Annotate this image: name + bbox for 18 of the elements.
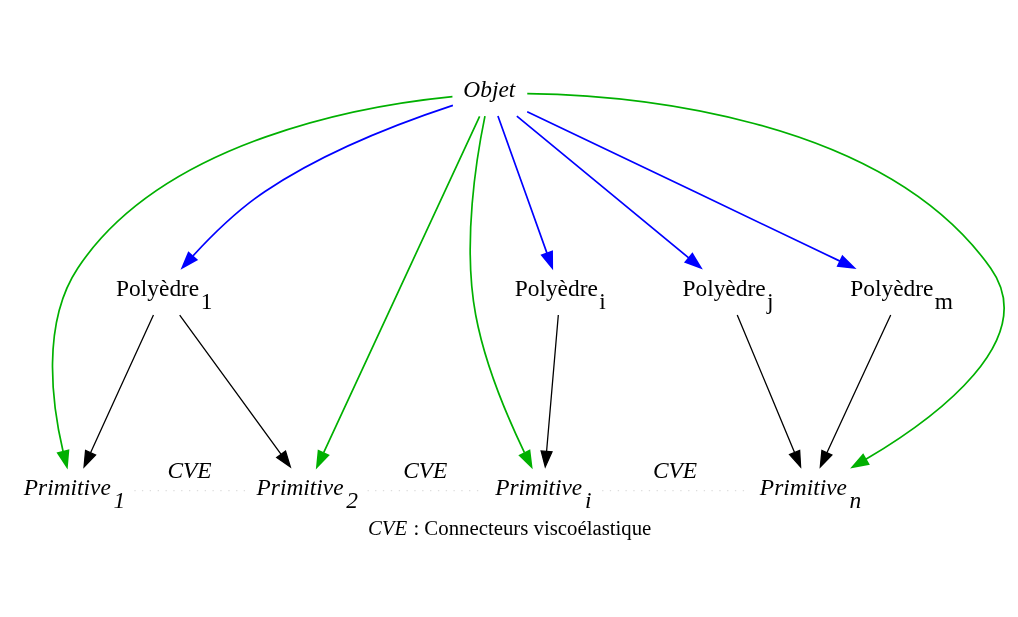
arrow [497, 115, 554, 271]
arrow [315, 115, 481, 470]
edge-label: CVE [652, 457, 698, 484]
arrow [179, 314, 292, 469]
arrow [516, 115, 703, 270]
arrow [526, 92, 1005, 469]
arrow [51, 95, 454, 470]
arrow [819, 314, 892, 469]
caption: CVE : Connecteurs viscoélastique [367, 515, 652, 539]
node-text: Objet [463, 76, 516, 103]
arrow [83, 314, 155, 469]
edge-label: CVE [403, 457, 448, 484]
arrow [469, 115, 533, 470]
arrow [540, 314, 559, 469]
arrow [180, 104, 454, 270]
arrow [526, 110, 857, 270]
edge-label: CVE [167, 457, 212, 484]
arrow [736, 314, 802, 469]
